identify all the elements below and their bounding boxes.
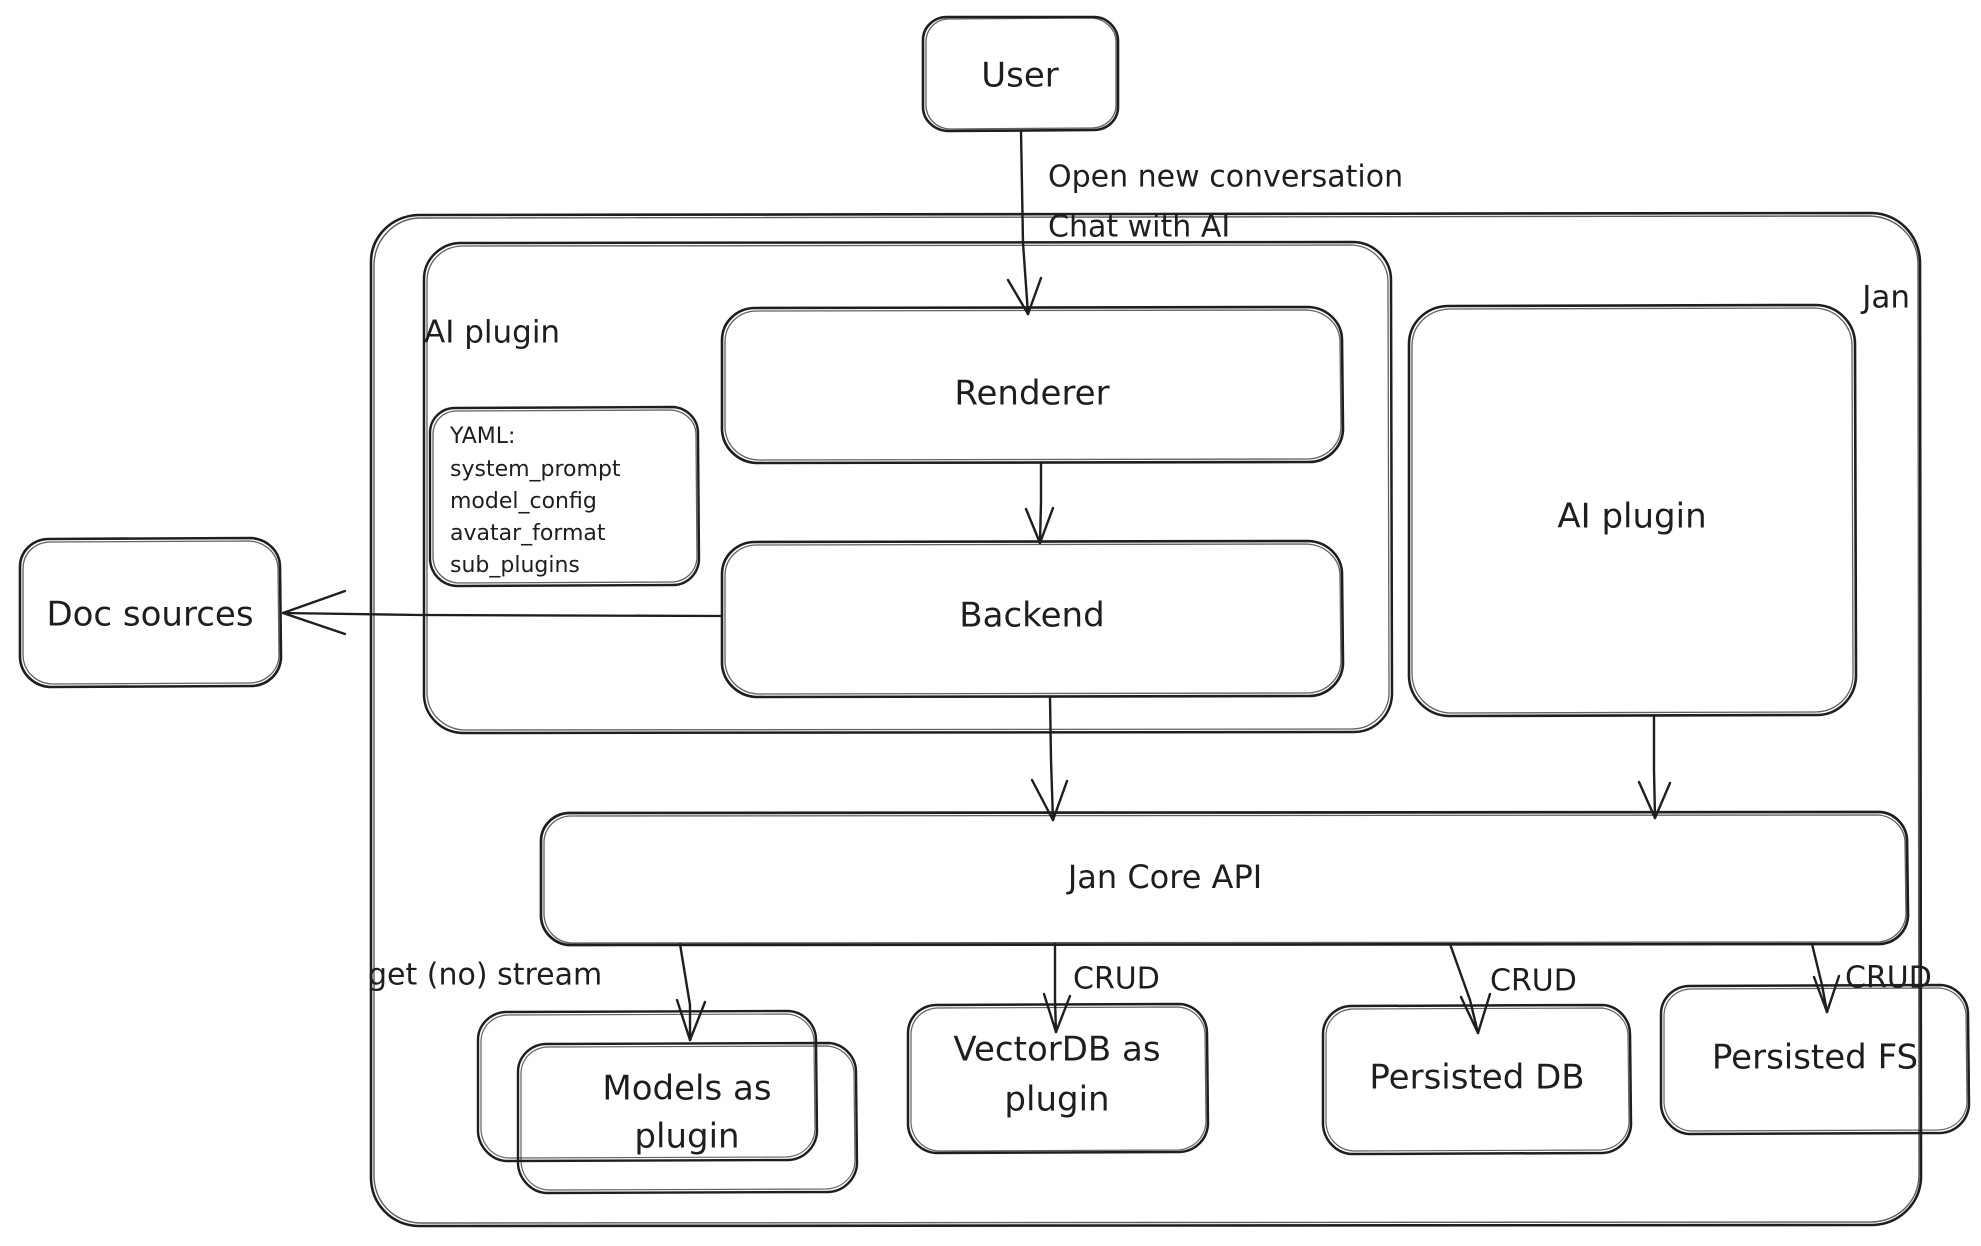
user-node[interactable]: User: [921, 15, 1120, 133]
edge-core-to-vectordb-label: CRUD: [1073, 962, 1160, 997]
ai-plugin-group[interactable]: AI plugin: [422, 240, 1394, 735]
renderer-node[interactable]: Renderer: [720, 305, 1345, 465]
jan-core-api-label: Jan Core API: [1066, 858, 1262, 896]
persisted-fs-label: Persisted FS: [1712, 1038, 1918, 1078]
yaml-note-line-0: YAML:: [449, 424, 515, 449]
edge-core-to-persisted-db-label: CRUD: [1490, 964, 1577, 999]
edge-backend-to-doc-sources: [281, 589, 724, 636]
persisted-db-label: Persisted DB: [1369, 1058, 1584, 1098]
yaml-note-line-1: system_prompt: [450, 457, 621, 482]
yaml-note-line-2: model_config: [450, 489, 597, 514]
persisted-db-node[interactable]: Persisted DB: [1321, 1003, 1633, 1156]
vectordb-as-plugin-label-line1: VectorDB as: [953, 1030, 1160, 1070]
yaml-note-line-3: avatar_format: [450, 521, 606, 546]
ai-plugin-group-label: AI plugin: [424, 315, 560, 351]
vectordb-as-plugin-node[interactable]: VectorDB as plugin: [906, 1002, 1210, 1155]
jan-container-label: Jan: [1860, 280, 1910, 316]
edge-core-to-models-label: get (no) stream: [368, 958, 602, 993]
edge-core-to-models: get (no) stream: [368, 942, 707, 1042]
persisted-fs-node[interactable]: Persisted FS: [1659, 983, 1971, 1136]
yaml-note-box[interactable]: YAML: system_prompt model_config avatar_…: [428, 405, 701, 588]
edge-user-to-renderer-label-line2: Chat with AI: [1048, 210, 1230, 245]
edge-core-to-persisted-fs: CRUD: [1810, 942, 1932, 1014]
edge-renderer-to-backend: [1024, 461, 1055, 545]
vectordb-as-plugin-label-line2: plugin: [1004, 1080, 1109, 1120]
backend-label: Backend: [959, 596, 1104, 636]
ai-plugin-right-label: AI plugin: [1557, 497, 1706, 537]
edge-core-to-persisted-db: CRUD: [1448, 942, 1577, 1035]
edge-user-to-renderer: Open new conversation Chat with AI: [1006, 129, 1403, 316]
doc-sources-label: Doc sources: [46, 595, 253, 635]
renderer-label: Renderer: [954, 374, 1109, 414]
edge-core-to-vectordb: CRUD: [1042, 942, 1160, 1034]
models-as-plugin-label-line1: Models as: [602, 1069, 771, 1109]
jan-container[interactable]: Jan: [369, 211, 1923, 1228]
models-as-plugin-label-line2: plugin: [634, 1117, 739, 1157]
edge-core-to-persisted-fs-label: CRUD: [1845, 961, 1932, 996]
user-label: User: [981, 56, 1059, 96]
edge-backend-to-core: [1030, 695, 1069, 822]
jan-core-api-node[interactable]: Jan Core API: [539, 810, 1910, 947]
yaml-note-line-4: sub_plugins: [450, 553, 580, 578]
backend-node[interactable]: Backend: [720, 539, 1345, 699]
edge-ai-plugin-to-core: [1637, 714, 1672, 820]
doc-sources-node[interactable]: Doc sources: [18, 536, 283, 689]
edge-user-to-renderer-label-line1: Open new conversation: [1048, 160, 1403, 195]
models-as-plugin-node[interactable]: Models as plugin: [476, 1009, 859, 1195]
ai-plugin-right-node[interactable]: AI plugin: [1407, 303, 1858, 718]
